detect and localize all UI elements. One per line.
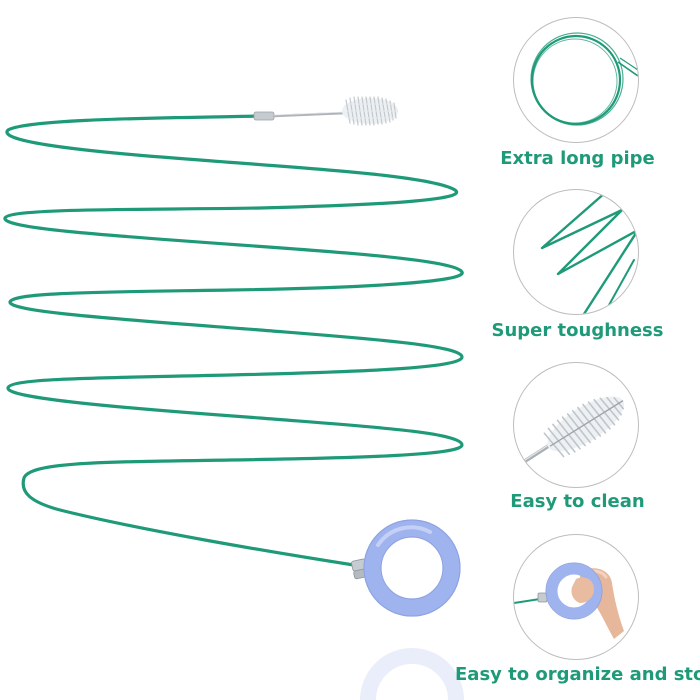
ring-reflection bbox=[360, 648, 464, 700]
feature-label-long-pipe: Extra long pipe bbox=[500, 148, 655, 169]
finger-ring bbox=[363, 519, 461, 617]
cleaning-tube bbox=[3, 114, 464, 568]
brush-connector bbox=[253, 111, 348, 121]
feature-label-organize: Easy to organize and store bbox=[455, 664, 700, 685]
feature-label-clean: Easy to clean bbox=[510, 491, 645, 512]
finger-ring-icon bbox=[514, 562, 624, 639]
feature-circle-toughness bbox=[513, 189, 639, 315]
coiled-tube-icon bbox=[530, 32, 638, 126]
feature-circle-long-pipe bbox=[513, 17, 639, 143]
brush-head-icon bbox=[520, 396, 625, 465]
feature-circle-organize bbox=[513, 534, 639, 660]
brush-head bbox=[342, 96, 398, 126]
feature-label-toughness: Super toughness bbox=[491, 320, 664, 341]
main-illustration bbox=[3, 96, 464, 700]
feature-circle-clean bbox=[513, 362, 639, 488]
bent-tube-icon bbox=[540, 190, 638, 314]
